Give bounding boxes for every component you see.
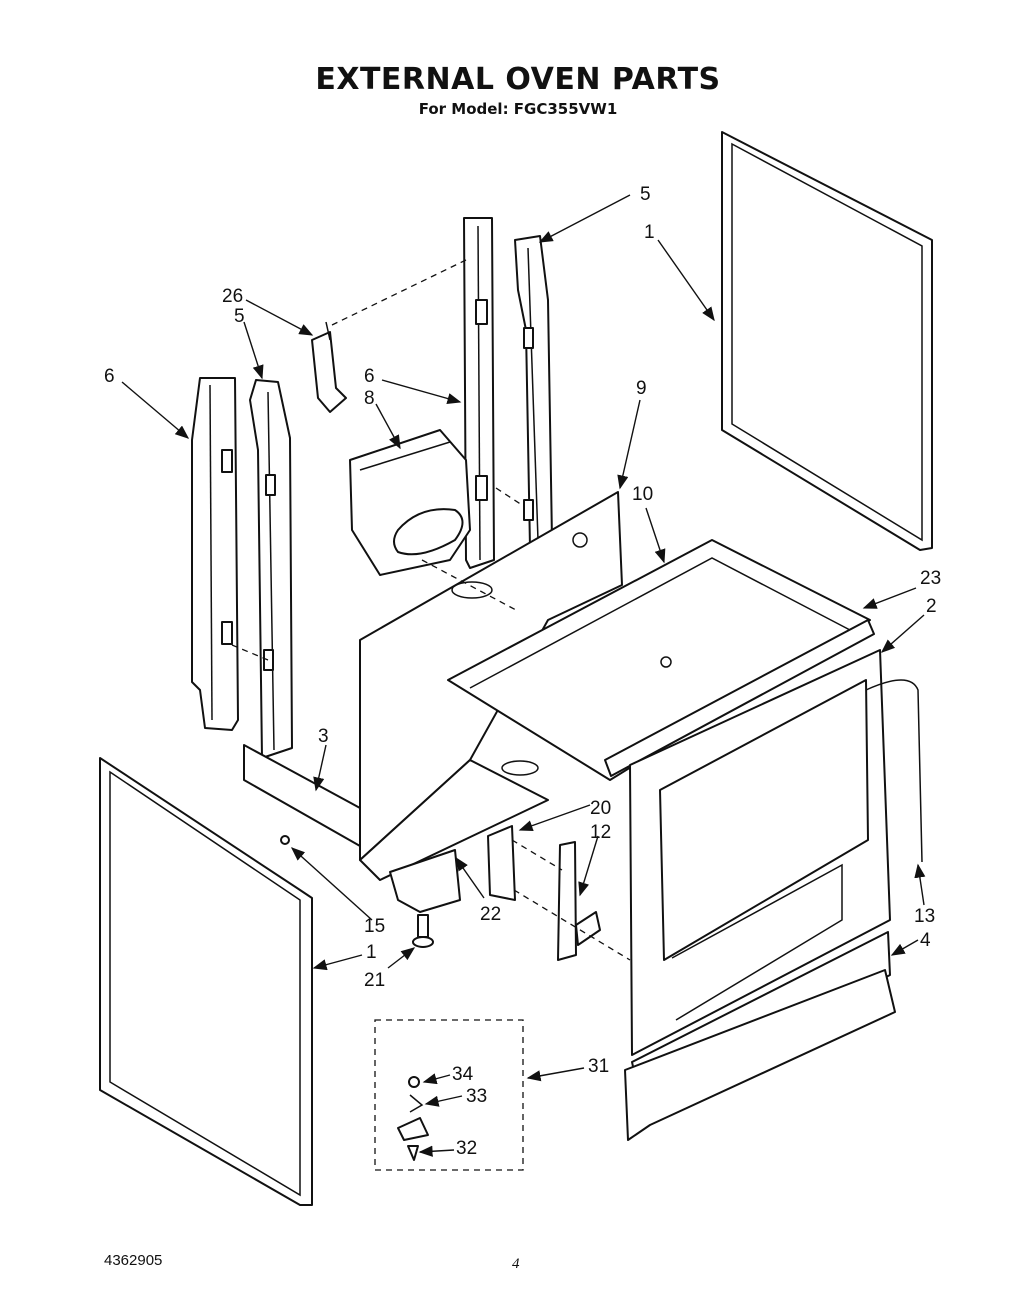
callout-26: 26 [222, 286, 243, 307]
rail-bracket [243, 744, 361, 847]
diagram-title: EXTERNAL OVEN PARTS [315, 62, 721, 97]
bracket-left [249, 379, 293, 759]
leveling-bracket [389, 849, 461, 913]
callout-33: 33 [466, 1086, 487, 1107]
callout-34: 34 [452, 1064, 474, 1085]
vent-duct [349, 429, 471, 576]
channel-center [463, 217, 495, 569]
alignment-lines [231, 259, 631, 961]
callout-1-left: 1 [366, 942, 377, 963]
page-number: 4 [512, 1256, 520, 1272]
callout-3: 3 [318, 726, 329, 747]
callout-21: 21 [364, 970, 385, 991]
callout-20: 20 [590, 798, 611, 819]
callout-22: 22 [480, 904, 501, 925]
callout-12: 12 [590, 822, 611, 843]
callout-6-center: 6 [364, 366, 375, 387]
callout-5-left: 5 [234, 306, 245, 327]
small-bracket [311, 321, 347, 413]
kit-box [374, 1019, 524, 1171]
side-panel-right [721, 131, 933, 551]
document-number: 4362905 [104, 1252, 163, 1269]
callout-23: 23 [920, 568, 941, 589]
front-strip [604, 619, 875, 777]
callout-13: 13 [914, 906, 935, 927]
callout-labels: 5 1 26 5 6 6 8 9 10 23 2 3 20 12 15 22 1… [104, 184, 941, 1159]
latch-plate [487, 825, 516, 901]
leveling-leg [412, 914, 434, 948]
channel-left [191, 377, 239, 731]
callout-15: 15 [364, 916, 385, 937]
callout-9: 9 [636, 378, 647, 399]
oven-bottom [447, 539, 871, 781]
callout-10: 10 [632, 484, 653, 505]
callout-2: 2 [926, 596, 937, 617]
bracket-right [514, 235, 553, 549]
gasket [865, 679, 923, 863]
kick-panel [624, 969, 896, 1141]
callout-4: 4 [920, 930, 931, 951]
callout-6-left: 6 [104, 366, 115, 387]
side-panel-left [99, 757, 313, 1206]
callout-5-top: 5 [640, 184, 651, 205]
latch-rod [557, 841, 601, 961]
screw [280, 835, 290, 845]
callout-1-right: 1 [644, 222, 655, 243]
front-frame [629, 649, 891, 1056]
callout-leaders [121, 194, 926, 1157]
callout-32: 32 [456, 1138, 477, 1159]
callout-31: 31 [588, 1056, 609, 1077]
model-subtitle: For Model: FGC355VW1 [418, 100, 618, 118]
callout-8: 8 [364, 388, 375, 409]
